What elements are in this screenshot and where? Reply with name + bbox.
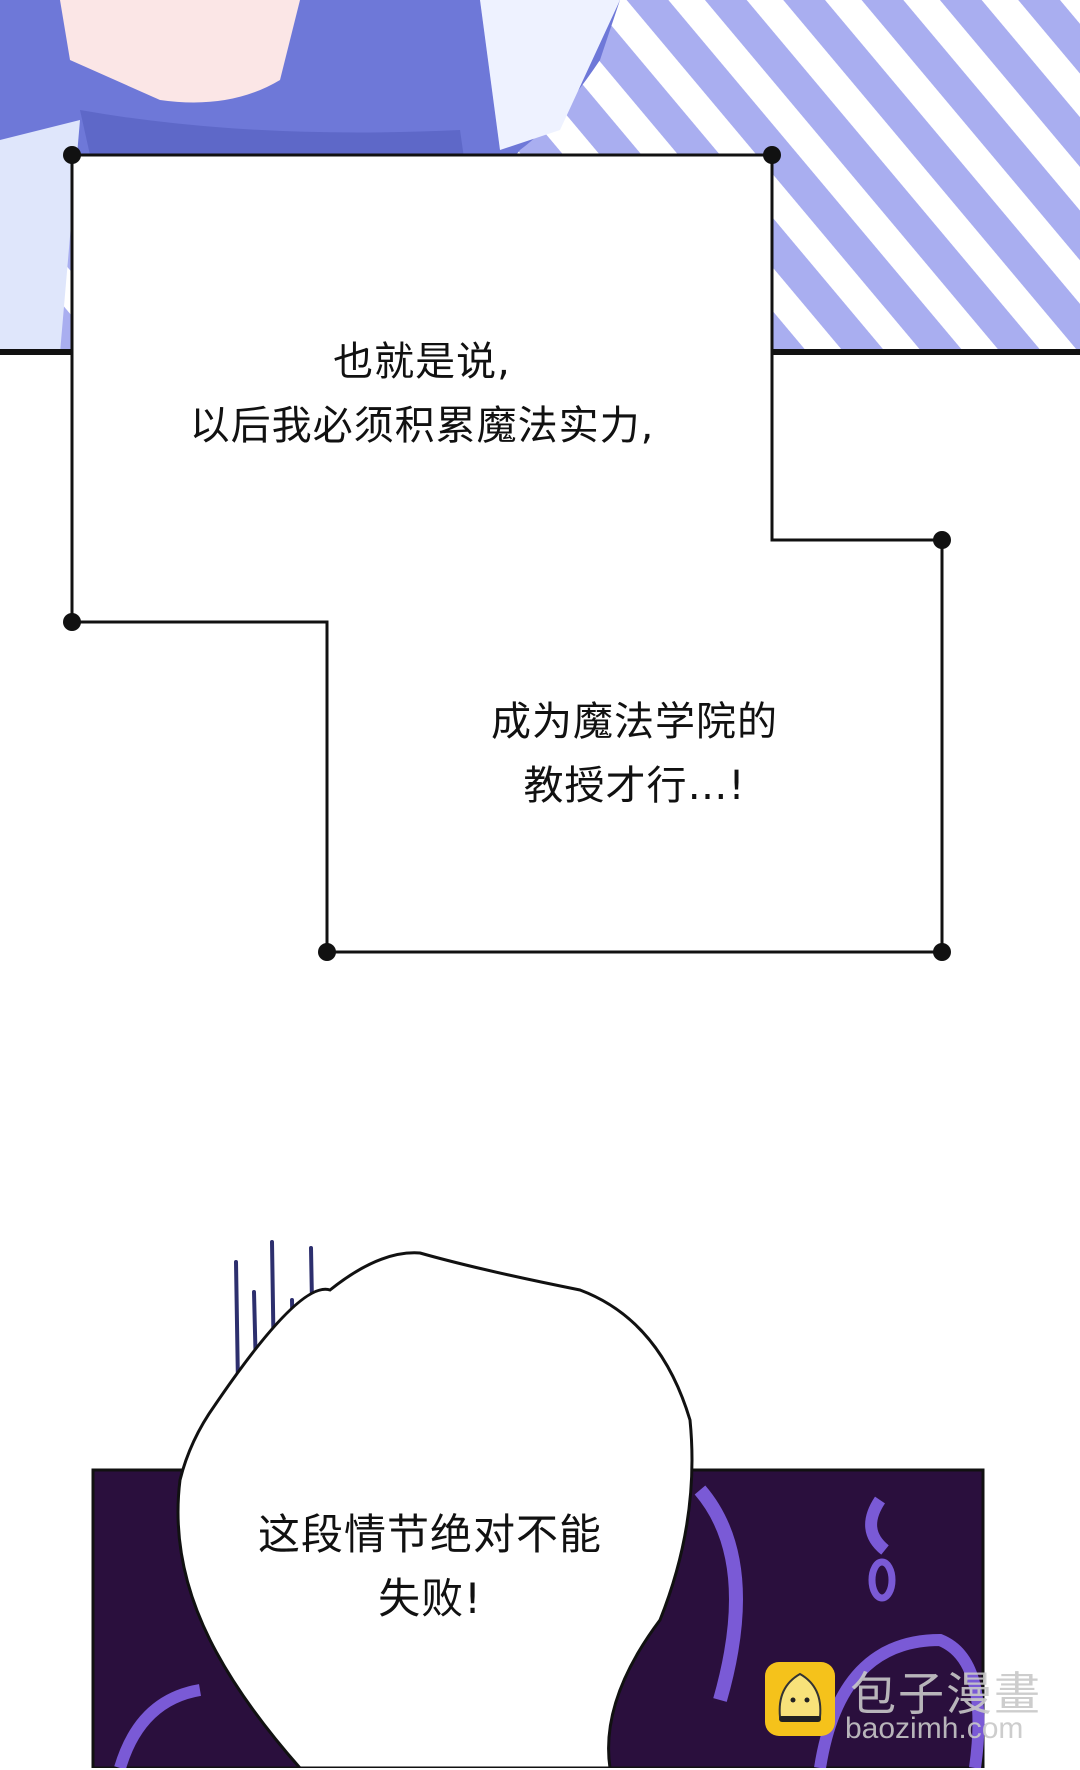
bubble-text: 这段情节绝对不能 失败! [180, 1503, 680, 1631]
bubble-line: 这段情节绝对不能 [257, 1510, 602, 1559]
watermark: 包子漫畫 baozimh.com [765, 1660, 1080, 1770]
watermark-title: 包子漫畫 [850, 1667, 1042, 1721]
caption-line: 成为魔法学院的 [491, 699, 778, 745]
ornament-corners [63, 146, 951, 961]
bun-logo-icon [765, 1662, 835, 1736]
caption-line: 教授才行…! [523, 763, 746, 809]
caption-text: 也就是说, 以后我必须积累魔法实力, [72, 330, 772, 458]
caption-text: 成为魔法学院的 教授才行…! [327, 690, 942, 818]
watermark-url: baozimh.com [845, 1712, 1024, 1745]
caption-line: 以后我必须积累魔法实力, [189, 403, 655, 449]
speech-bubble [176, 1251, 694, 1768]
bubble-line: 失败! [378, 1574, 482, 1623]
caption-line: 也就是说, [333, 339, 511, 385]
